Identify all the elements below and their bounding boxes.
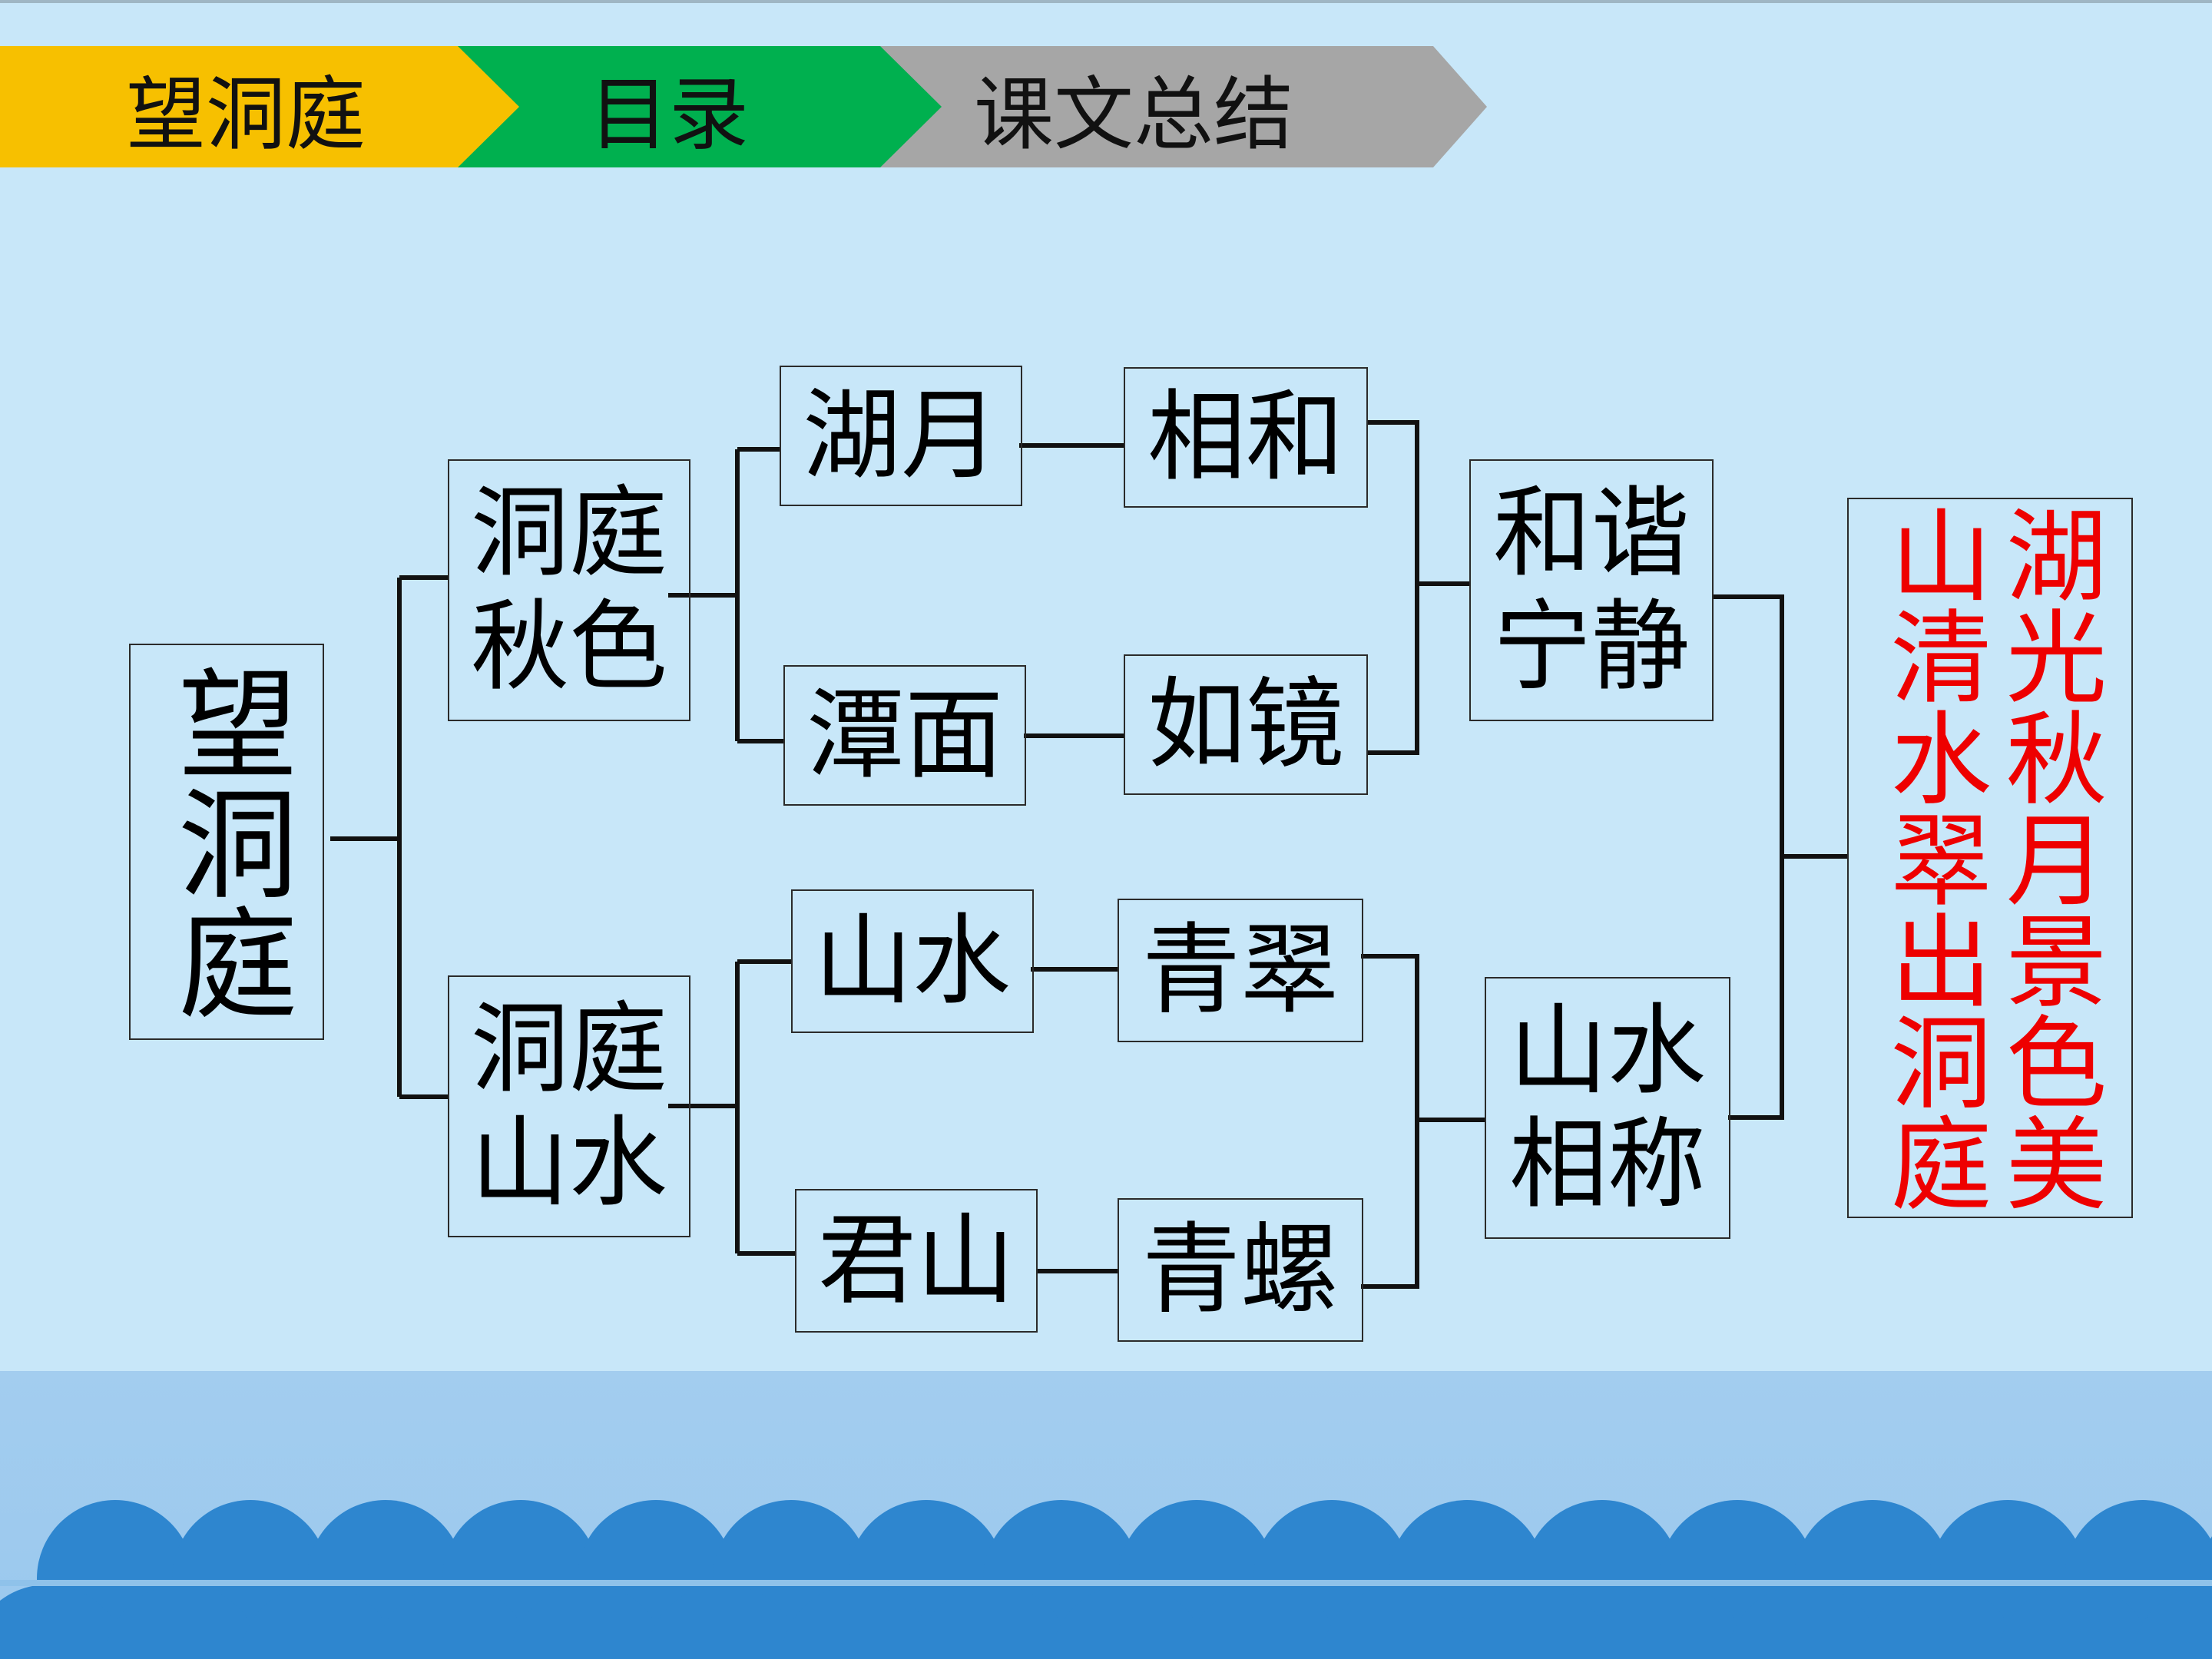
- nav-tab-summary[interactable]: 课文总结: [880, 46, 1487, 167]
- summary-box: 湖光秋月景色美 山清水翠出洞庭: [1847, 498, 2133, 1218]
- connector-verdant: [1361, 954, 1486, 1289]
- wave-scallop: [1997, 1584, 2154, 1659]
- node-harmonious-quiet: 和谐 宁静: [1469, 459, 1714, 721]
- wave-scallop: [1186, 1584, 1343, 1659]
- connector-landscape: [668, 959, 795, 1256]
- node-landscape: 洞庭 山水: [448, 975, 690, 1237]
- node-mirror: 如镜: [1124, 654, 1368, 795]
- wave-scallop: [510, 1584, 667, 1659]
- nav-tab-summary-label: 课文总结: [973, 67, 1293, 161]
- wave-scallop: [916, 1584, 1072, 1659]
- node-mountain-water: 山水: [791, 889, 1034, 1033]
- node-mountain-water-match: 山水 相称: [1485, 977, 1730, 1239]
- top-border: [0, 0, 2212, 3]
- wave-scallop: [645, 1584, 802, 1659]
- node-landscape-label: 洞庭 山水: [470, 992, 667, 1220]
- node-autumn: 洞庭 秋色: [448, 459, 690, 721]
- node-green-snail-label: 青螺: [1141, 1212, 1339, 1327]
- node-jun-mountain-label: 君山: [817, 1203, 1015, 1318]
- connector-autumn: [668, 447, 783, 743]
- connector-root: [330, 575, 449, 1099]
- wave-scallop: [1051, 1584, 1207, 1659]
- wave-scallop: [780, 1584, 937, 1659]
- node-verdant-label: 青翠: [1141, 912, 1339, 1028]
- node-mirror-label: 如镜: [1147, 667, 1344, 782]
- node-pool-surface: 潭面: [783, 665, 1026, 806]
- node-mountain-water-match-label: 山水 相称: [1508, 994, 1706, 1222]
- nav-tab-title-label: 望洞庭: [125, 67, 366, 161]
- node-harmonious-quiet-label: 和谐 宁静: [1492, 476, 1690, 704]
- wave-decoration: [0, 1500, 2212, 1659]
- nav-tab-contents[interactable]: 目录: [458, 46, 957, 167]
- root-node-label: 望洞庭: [157, 662, 297, 1022]
- root-node: 望洞庭: [129, 644, 324, 1040]
- node-pool-surface-label: 潭面: [806, 677, 1003, 793]
- summary-line-1: 湖光秋月景色美: [1988, 503, 2107, 1213]
- node-green-snail: 青螺: [1118, 1198, 1363, 1342]
- wave-scallop: [1321, 1584, 1478, 1659]
- nav-tab-contents-label: 目录: [588, 67, 749, 161]
- node-harmony: 相和: [1124, 367, 1368, 508]
- node-verdant: 青翠: [1118, 899, 1363, 1042]
- wave-scallop: [375, 1584, 531, 1659]
- wave-scallop: [1727, 1584, 1883, 1659]
- wave-scallop: [1591, 1584, 1748, 1659]
- wave-scallop: [1456, 1584, 1613, 1659]
- wave-scallop: [2132, 1584, 2212, 1659]
- node-autumn-label: 洞庭 秋色: [470, 476, 667, 704]
- wave-scallop: [1862, 1584, 2018, 1659]
- connector-final: [1713, 594, 1847, 1120]
- node-lake-moon-label: 湖月: [802, 378, 999, 493]
- wave-divider: [0, 1580, 2212, 1586]
- node-jun-mountain: 君山: [795, 1189, 1038, 1333]
- connector-harmony: [1367, 420, 1471, 755]
- wave-scallop: [104, 1584, 261, 1659]
- summary-line-2: 山清水翠出洞庭: [1873, 503, 1992, 1213]
- node-harmony-label: 相和: [1147, 379, 1344, 495]
- nav-tab-title[interactable]: 望洞庭: [0, 46, 522, 167]
- wave-scallop: [240, 1584, 396, 1659]
- wave-scallop: [0, 1584, 126, 1659]
- node-lake-moon: 湖月: [780, 366, 1022, 506]
- node-mountain-water-label: 山水: [813, 903, 1011, 1018]
